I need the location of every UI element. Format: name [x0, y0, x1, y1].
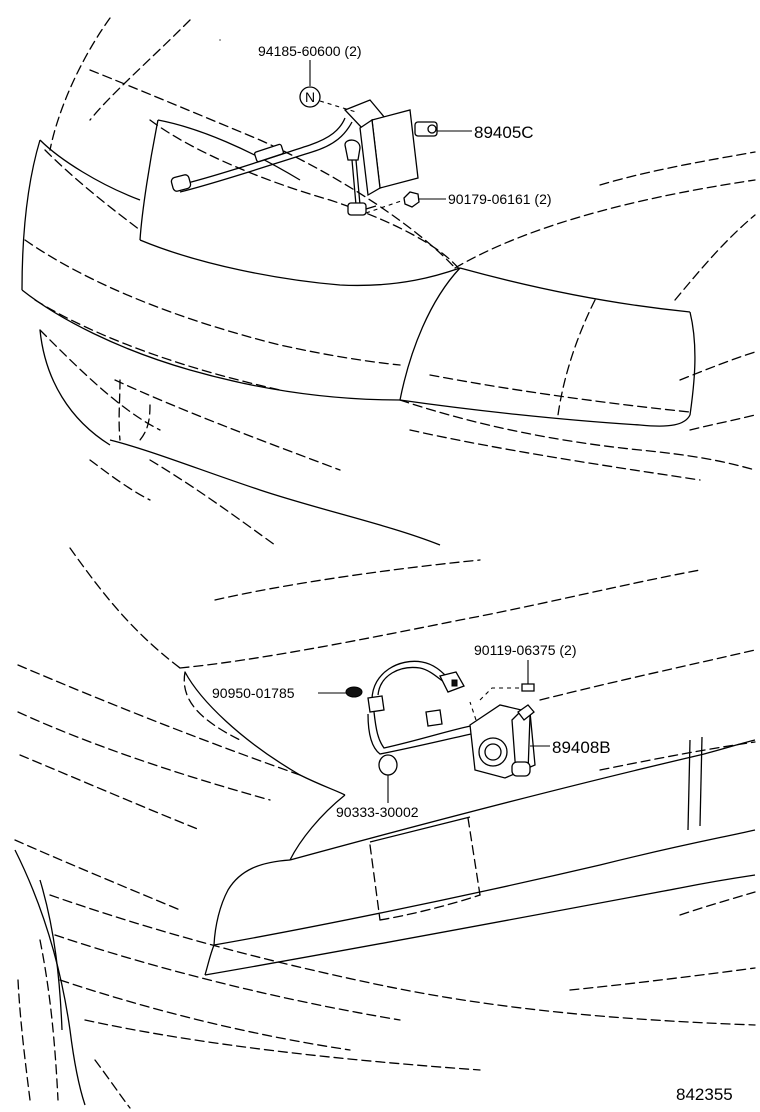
- nut-symbol-label: N: [305, 89, 315, 105]
- callout-90950: 90950-01785: [212, 685, 363, 701]
- grommet-90333-icon: [378, 754, 398, 776]
- callout-90119: 90119-06375 (2): [474, 642, 576, 692]
- callout-89408b: 89408B: [530, 738, 611, 757]
- headlamp-leveling-actuator-89405c: [170, 99, 438, 216]
- part-number-94185-label: 94185-60600 (2): [258, 43, 362, 59]
- clip-90950-icon: [345, 686, 363, 698]
- nut-symbol-icon: [299, 86, 321, 108]
- diagram-number: 842355: [676, 1085, 733, 1104]
- callout-89405c: 89405C: [437, 123, 534, 142]
- callout-90179: 90179-06161 (2): [365, 191, 552, 214]
- height-control-sensor-89408b: [367, 660, 536, 779]
- nut-90179-icon: [403, 191, 420, 208]
- part-number-90179-label: 90179-06161 (2): [448, 191, 552, 207]
- upper-vehicle-body: [21, 17, 756, 546]
- part-number-90333-label: 90333-30002: [336, 804, 419, 820]
- part-number-89405c-label: 89405C: [474, 123, 534, 142]
- part-number-89408b-label: 89408B: [552, 738, 611, 757]
- lower-vehicle-body: [14, 547, 756, 1109]
- callout-90333: 90333-30002: [336, 754, 419, 820]
- bolt-90119-icon: [521, 683, 535, 692]
- callout-94185: 94185-60600 (2) N: [258, 43, 362, 113]
- part-number-90119-label: 90119-06375 (2): [474, 642, 576, 658]
- part-number-90950-label: 90950-01785: [212, 685, 295, 701]
